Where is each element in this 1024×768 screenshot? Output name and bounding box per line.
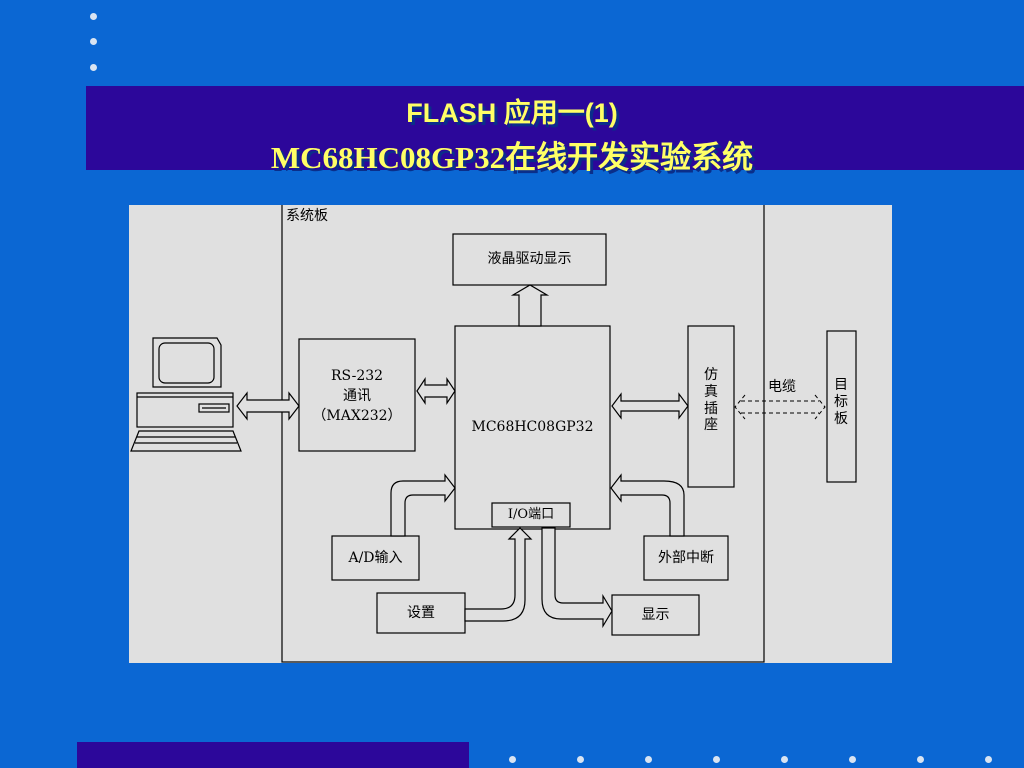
decor-dot — [90, 64, 97, 71]
bottom-band — [77, 742, 469, 768]
decor-dot — [577, 756, 584, 763]
system-diagram: 系统板 液晶驱动显示 RS-232 通讯 （MAX232） MC68HC08GP… — [129, 205, 892, 663]
slide-title: FLASH 应用一(1) — [406, 98, 618, 128]
lcd-driver-box — [452, 233, 607, 286]
emulator-socket-label: 仿真插座 — [704, 367, 718, 434]
ext-interrupt-box — [643, 535, 729, 581]
mcu-socket-arrow — [611, 392, 689, 420]
display-label: 显示 — [641, 607, 670, 623]
system-board-label: 系统板 — [286, 208, 328, 224]
decor-dot — [781, 756, 788, 763]
computer-icon — [130, 337, 242, 452]
system-board-frame — [281, 205, 765, 663]
title-band — [86, 86, 1024, 170]
rs232-line-3: （MAX232） — [312, 408, 402, 424]
io-port-box — [491, 502, 571, 528]
rs232-line-2: 通讯 — [343, 388, 371, 404]
interrupt-mcu-arrow — [610, 473, 685, 537]
ad-mcu-arrow — [390, 473, 456, 537]
decor-dot — [90, 13, 97, 20]
ad-input-box — [331, 535, 420, 581]
slide-subtitle: MC68HC08GP32在线开发实验系统 — [270, 140, 754, 175]
cable-label: 电缆 — [768, 379, 796, 395]
decor-dot — [917, 756, 924, 763]
rs232-line-1: RS-232 — [330, 368, 384, 384]
computer-rs232-arrow — [236, 391, 300, 421]
mcu-label: MC68HC08GP32 — [471, 419, 594, 435]
decor-dot — [849, 756, 856, 763]
decor-dot — [90, 38, 97, 45]
rs232-mcu-arrow — [416, 377, 456, 405]
lcd-driver-label: 液晶驱动显示 — [487, 251, 572, 267]
diagram-graphics — [130, 205, 857, 663]
display-box — [611, 594, 700, 636]
emulator-socket-box — [687, 325, 735, 488]
target-board-box — [826, 330, 857, 483]
mcu-lcd-arrow — [510, 284, 550, 327]
ad-input-label: A/D输入 — [348, 550, 403, 566]
ext-interrupt-label: 外部中断 — [658, 550, 714, 566]
decor-dot — [509, 756, 516, 763]
rs232-box — [298, 338, 416, 452]
decor-dot — [713, 756, 720, 763]
cable-arrow — [734, 394, 826, 420]
io-port-label: I/O端口 — [507, 507, 555, 522]
settings-box — [376, 592, 466, 634]
decor-dot — [645, 756, 652, 763]
settings-label: 设置 — [407, 605, 435, 621]
decor-dot — [985, 756, 992, 763]
io-display-arrow — [541, 527, 613, 629]
target-board-label: 目标板 — [834, 377, 848, 427]
settings-io-arrow — [464, 527, 533, 622]
